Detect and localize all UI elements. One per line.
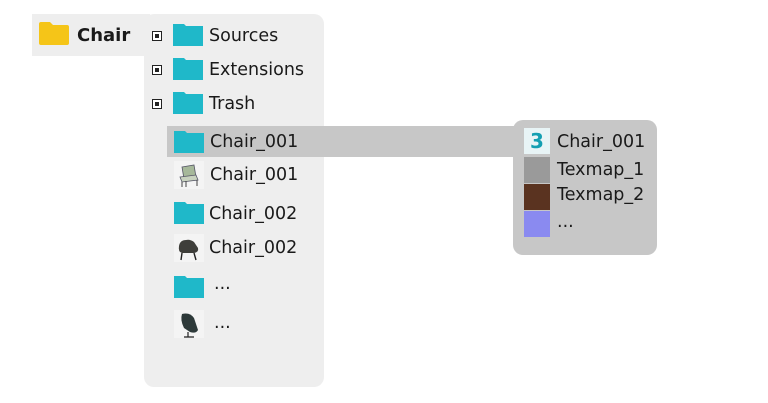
tree-item-more-folder[interactable]: ... [214,274,231,294]
tree-item-extensions[interactable]: Extensions [209,60,305,80]
tree-item-chair-002-folder[interactable]: Chair_002 [209,204,298,224]
details-texmap-2-label[interactable]: Texmap_2 [557,185,645,205]
tree-item-trash[interactable]: Trash [209,94,256,114]
details-file-label[interactable]: Chair_001 [557,132,646,152]
root-folder-icon [38,20,70,46]
expand-sources-toggle[interactable] [152,31,162,41]
folder-icon[interactable] [173,199,205,225]
3dsmax-file-icon: 3 [524,128,550,154]
details-more-label[interactable]: ... [557,212,574,232]
texmap-2-swatch-icon [524,184,550,210]
folder-icon[interactable] [172,89,204,115]
tree-item-more-model[interactable]: ... [214,313,231,333]
folder-icon[interactable] [172,21,204,47]
expand-trash-toggle[interactable] [152,99,162,109]
tree-item-sources[interactable]: Sources [209,26,279,46]
selection-highlight [167,126,533,157]
details-texmap-1-label[interactable]: Texmap_1 [557,160,645,180]
placeholder-swatch-icon [524,211,550,237]
expand-extensions-toggle[interactable] [152,65,162,75]
root-label: Chair [77,25,131,46]
tree-item-chair-001-model[interactable]: Chair_001 [210,165,299,185]
folder-icon[interactable] [173,128,205,154]
chair-thumbnail-icon[interactable] [174,161,204,189]
chair-thumbnail-icon[interactable] [174,234,204,262]
texmap-1-swatch-icon [524,157,550,183]
folder-icon[interactable] [172,55,204,81]
file-icon-glyph: 3 [530,129,544,153]
tree-item-chair-001-folder[interactable]: Chair_001 [210,132,299,152]
folder-icon[interactable] [173,273,205,299]
chair-thumbnail-icon[interactable] [174,310,204,338]
tree-item-chair-002-model[interactable]: Chair_002 [209,238,298,258]
